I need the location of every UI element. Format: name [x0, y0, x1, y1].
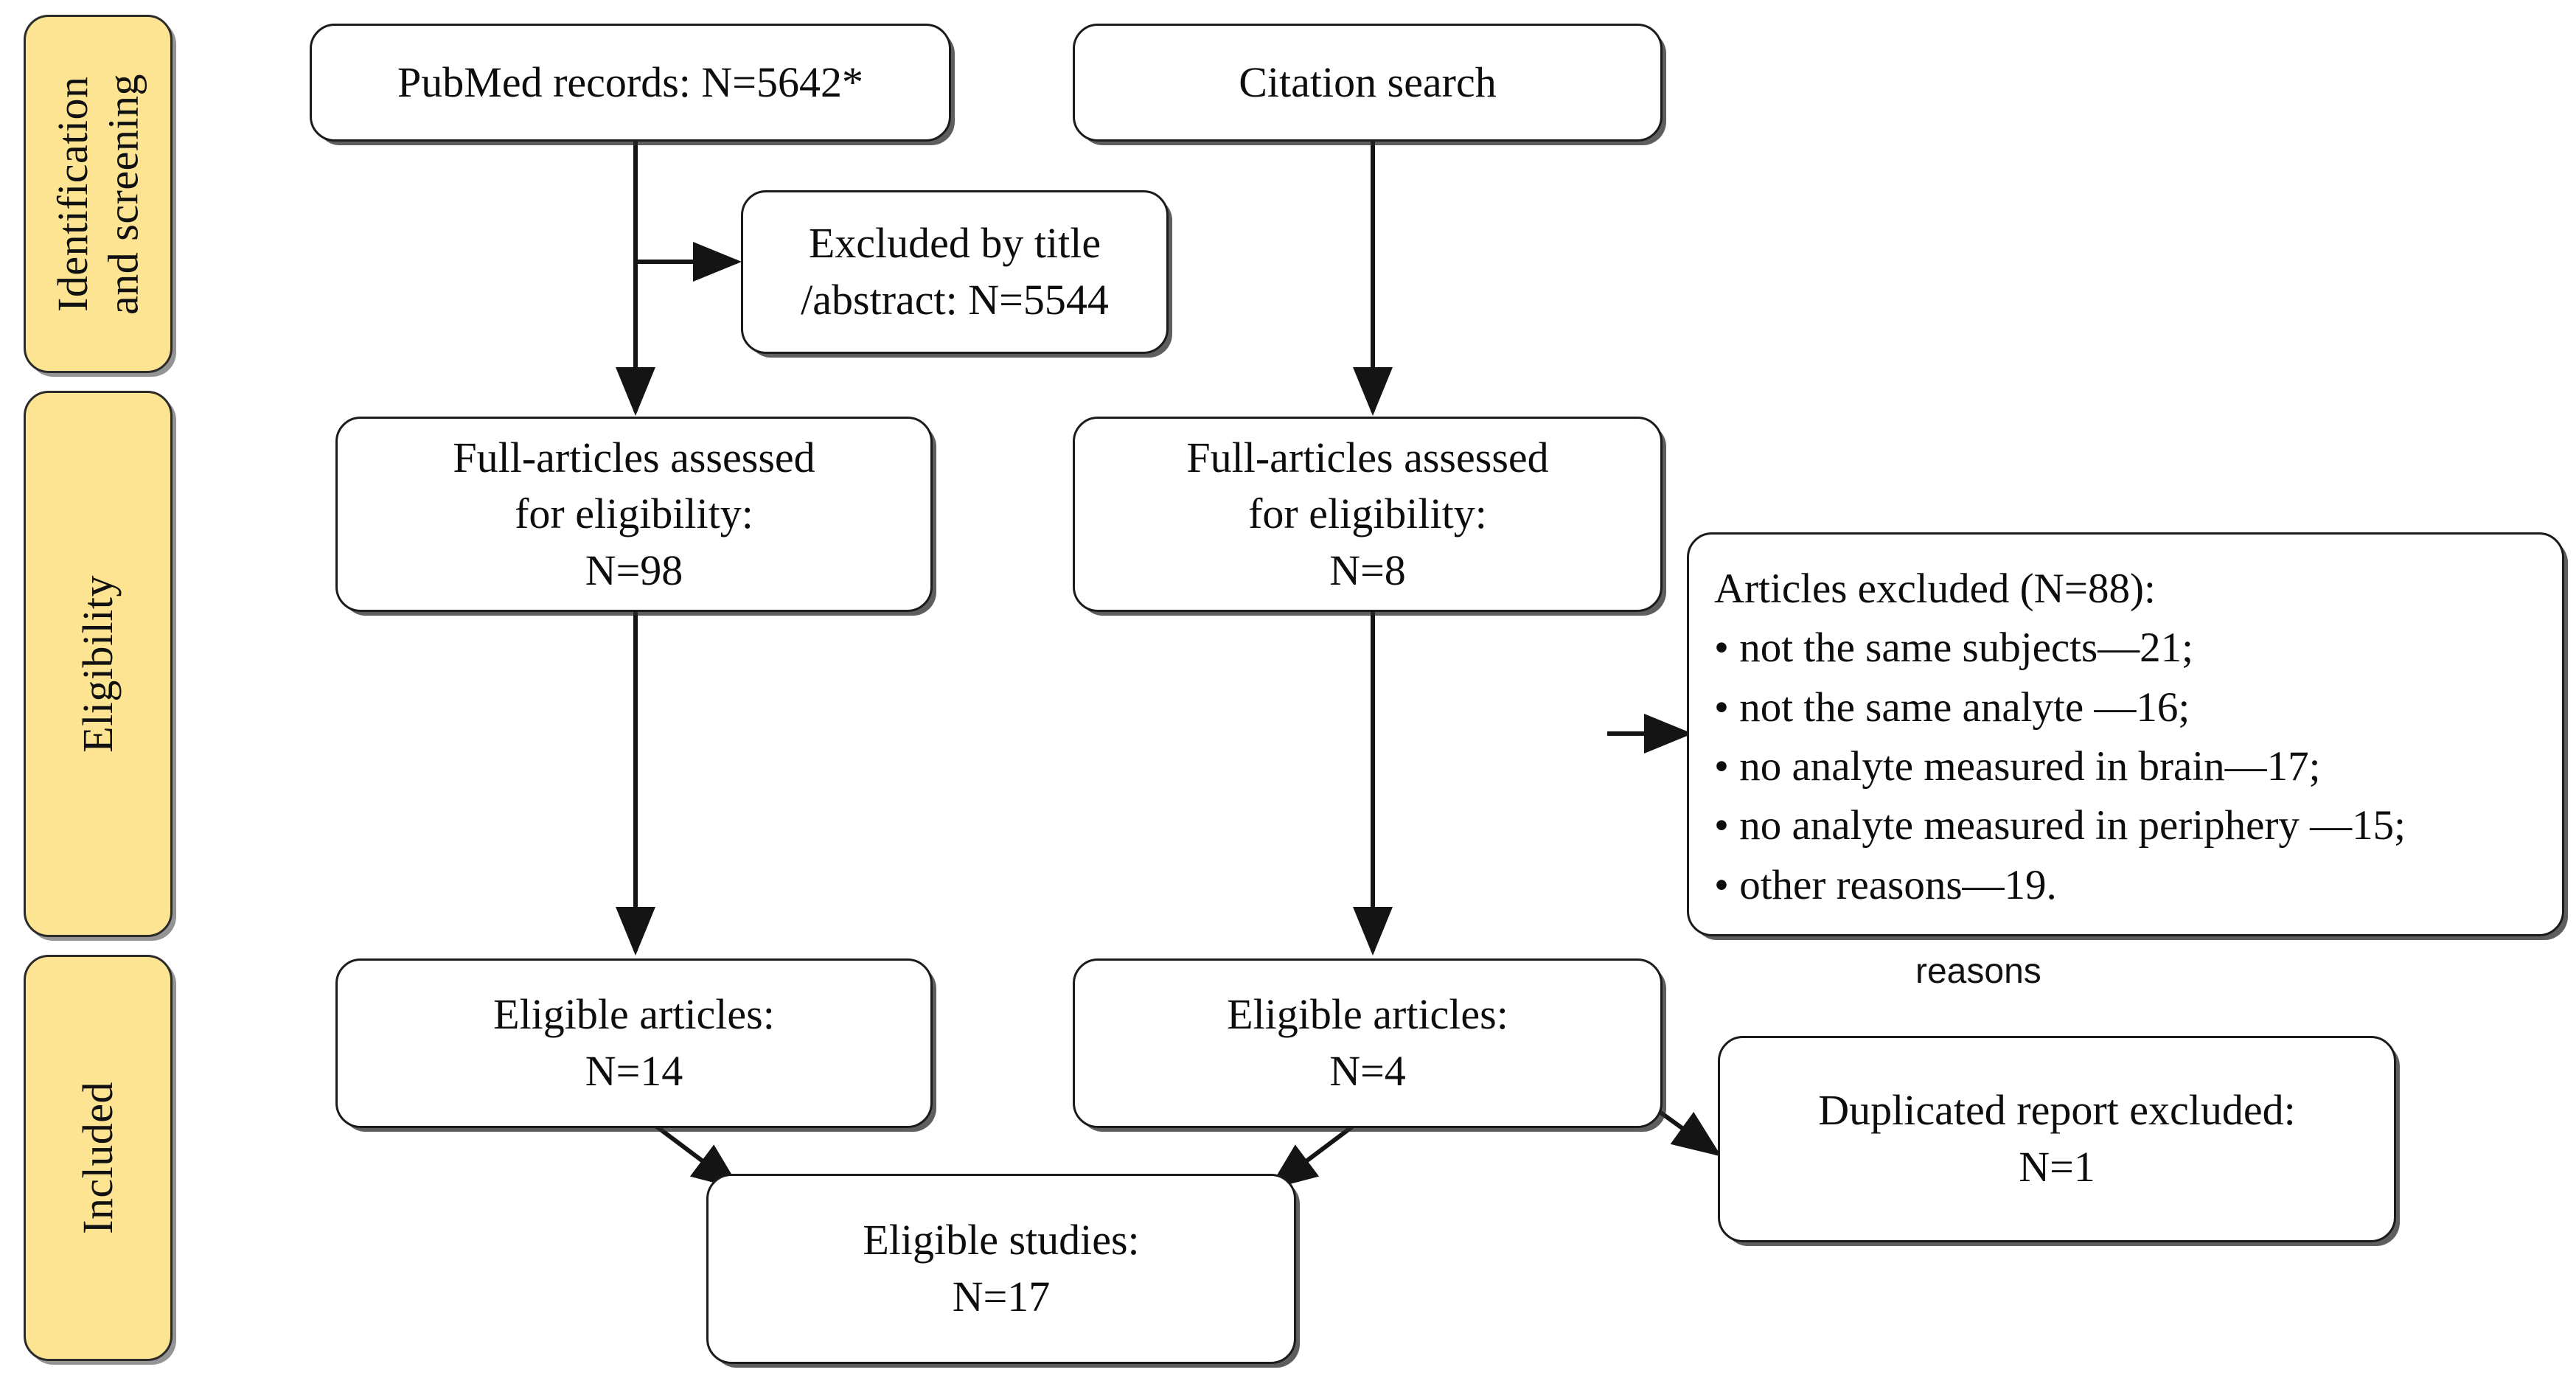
node-label-duplicated-report: Duplicated report excluded: N=1: [1818, 1086, 2296, 1191]
node-full-articles-right: Full-articles assessed for eligibility: …: [1073, 417, 1663, 612]
node-label-excluded-title-abstract: Excluded by title /abstract: N=5544: [801, 219, 1109, 324]
stage-eligibility: Eligibility: [24, 391, 173, 937]
node-label-eligible-studies: Eligible studies: N=17: [863, 1216, 1140, 1320]
caption-reasons: reasons: [1915, 952, 2041, 991]
node-label-full-articles-left: Full-articles assessed for eligibility: …: [453, 433, 815, 594]
node-duplicated-report: Duplicated report excluded: N=1: [1718, 1036, 2396, 1242]
node-eligible-studies: Eligible studies: N=17: [706, 1174, 1296, 1364]
node-label-articles-excluded: Articles excluded (N=88): • not the same…: [1714, 566, 2406, 908]
stage-label-identification-and-screening: Identification and screening: [48, 73, 147, 315]
node-label-eligible-articles-left: Eligible articles: N=14: [493, 990, 775, 1095]
stage-included: Included: [24, 955, 173, 1361]
arrow-eligible-right-to-duplicated: [1650, 1104, 1722, 1157]
node-label-pubmed-records: PubMed records: N=5642*: [397, 58, 863, 106]
node-articles-excluded: Articles excluded (N=88): • not the same…: [1687, 532, 2564, 936]
node-label-eligible-articles-right: Eligible articles: N=4: [1227, 990, 1508, 1095]
node-label-full-articles-right: Full-articles assessed for eligibility: …: [1186, 433, 1549, 594]
stage-label-eligibility: Eligibility: [73, 575, 122, 753]
stage-identification-and-screening: Identification and screening: [24, 15, 173, 373]
node-eligible-articles-left: Eligible articles: N=14: [335, 958, 933, 1128]
stage-label-included: Included: [73, 1082, 122, 1234]
node-pubmed-records: PubMed records: N=5642*: [310, 24, 951, 142]
arrow-eligible-right-to-studies: [1268, 1118, 1362, 1190]
node-eligible-articles-right: Eligible articles: N=4: [1073, 958, 1663, 1128]
node-label-citation-search: Citation search: [1239, 58, 1497, 106]
node-citation-search: Citation search: [1073, 24, 1663, 142]
node-excluded-title-abstract: Excluded by title /abstract: N=5544: [741, 190, 1169, 354]
node-full-articles-left: Full-articles assessed for eligibility: …: [335, 417, 933, 612]
